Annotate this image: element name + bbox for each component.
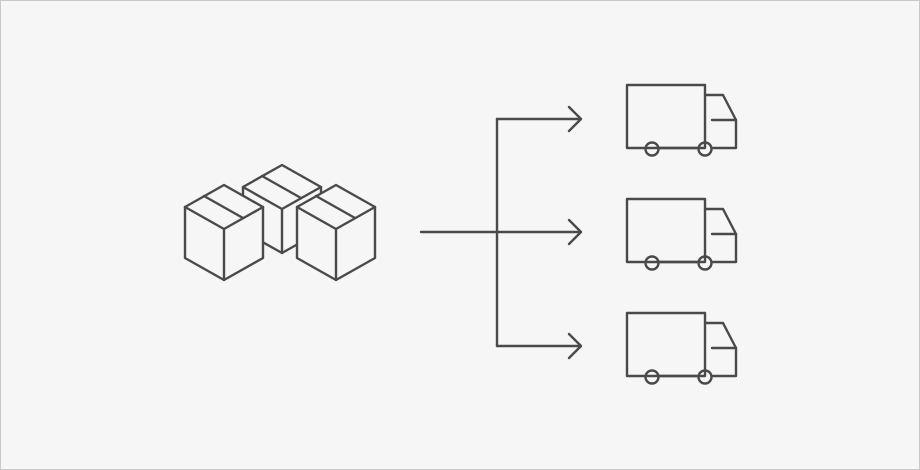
box-left-icon: [183, 183, 265, 282]
truck-icon: [625, 311, 738, 385]
boxes-icon: [183, 163, 377, 282]
box-right-icon: [295, 183, 377, 282]
arrow-bottom-icon: [567, 332, 583, 360]
distribution-connector: [419, 105, 583, 360]
arrow-top-icon: [567, 105, 583, 133]
truck-icon: [625, 197, 738, 271]
arrow-middle-icon: [567, 218, 583, 246]
truck-icon: [625, 83, 738, 157]
